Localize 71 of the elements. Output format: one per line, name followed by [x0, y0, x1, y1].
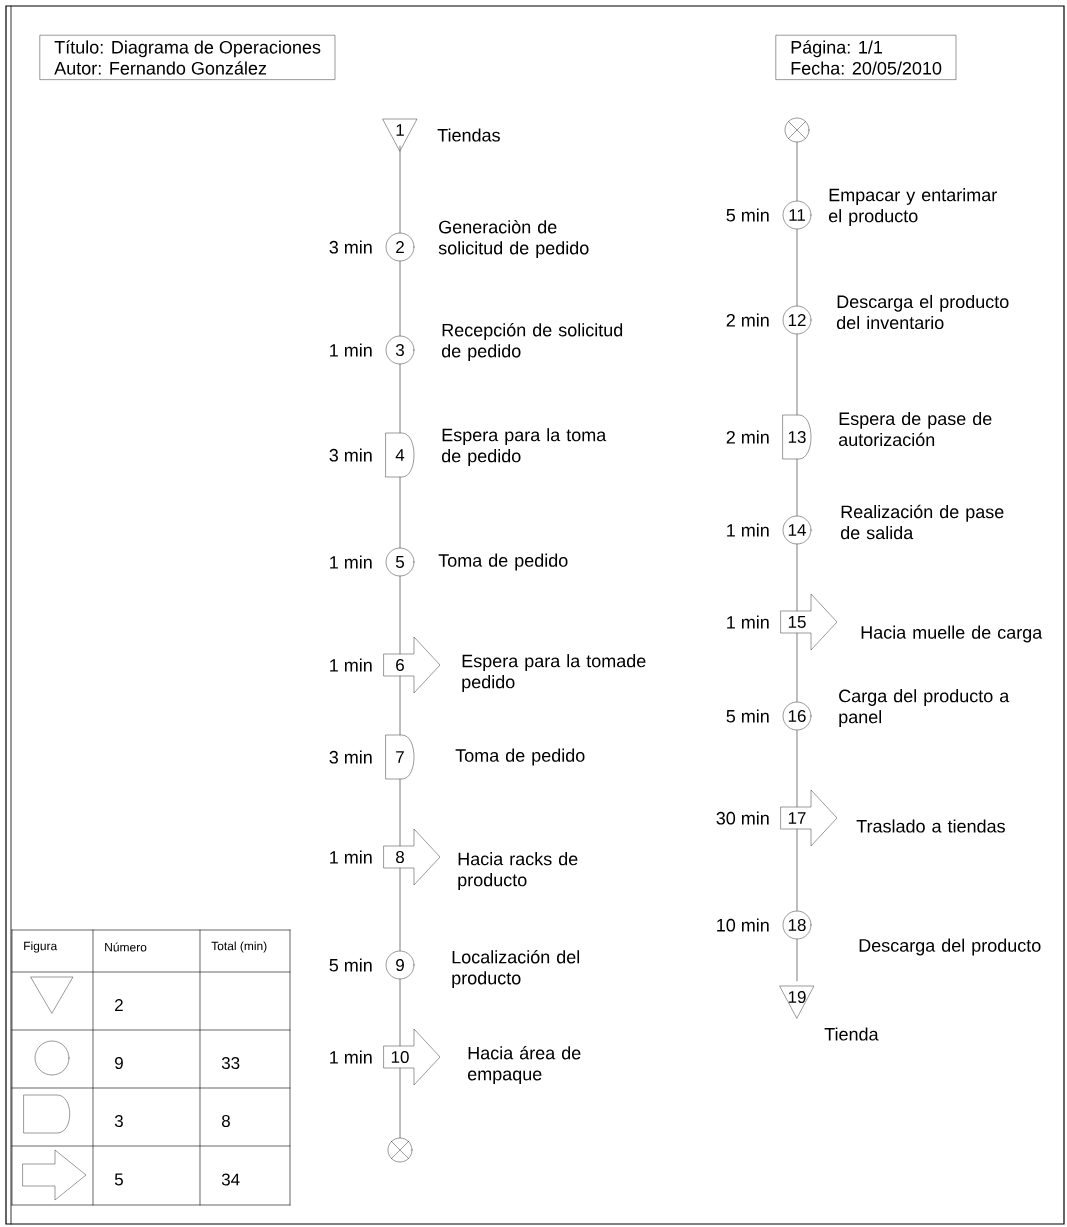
step-description: Generaciòn de solicitud de pedido — [438, 220, 589, 258]
duration-label: 1 min — [330, 850, 372, 864]
table-cell-text: 9 — [115, 1057, 123, 1070]
connector-line — [796, 333, 798, 416]
duration-label: 1 min — [330, 658, 372, 672]
connector-line — [399, 867, 401, 952]
step-description: Espera para la tomade pedido — [462, 654, 646, 692]
duration-label: 2 min — [726, 313, 769, 327]
connector-line — [796, 141, 798, 202]
table-cell-text: 8 — [221, 1115, 230, 1128]
duration-label: 1 min — [330, 343, 372, 357]
step-description: Recepción de solicitud de pedido — [441, 323, 623, 361]
step-description: Hacia muelle de carga — [861, 625, 1043, 643]
duration-label: 5 min — [329, 958, 372, 972]
step-description: Espera para la toma de pedido — [441, 428, 607, 466]
connector-line — [399, 978, 401, 1047]
table-cell-text: Total (min) — [211, 941, 267, 953]
duration-label: 30 min — [716, 811, 769, 825]
table-cell-text: 2 — [115, 999, 123, 1011]
step-description: Tiendas — [437, 128, 500, 142]
duration-label: 3 min — [329, 240, 372, 254]
duration-label: 5 min — [726, 208, 769, 222]
connector-line — [796, 632, 798, 703]
header-box: Página: 1/1 Fecha: 20/05/2010 — [776, 35, 957, 80]
step-description: Toma de pedido — [438, 553, 568, 571]
connector-line — [796, 828, 798, 912]
step-description: Hacia racks de producto — [458, 852, 578, 890]
table-cell-text: 33 — [221, 1057, 240, 1070]
step-description: Espera de pase de autorización — [838, 411, 992, 447]
duration-label: 1 min — [727, 523, 769, 537]
duration-label: 5 min — [726, 709, 769, 723]
step-description: Empacar y entarimar el producto — [828, 188, 997, 226]
storage-triangle: 19 — [779, 985, 815, 1019]
step-description: Toma de pedido — [455, 748, 585, 766]
duration-label: 1 min — [330, 1050, 372, 1064]
connector-line — [399, 260, 401, 337]
step-description: Descarga del producto — [859, 938, 1041, 956]
duration-label: 3 min — [329, 448, 372, 462]
step-description: Descarga el producto del inventario — [836, 294, 1009, 330]
duration-label: 1 min — [727, 615, 769, 629]
connector-line — [796, 228, 798, 307]
duration-label: 3 min — [329, 750, 372, 764]
step-description: Carga del producto a panel — [839, 689, 1010, 727]
table-cell-text: Figura — [24, 941, 58, 953]
connector-line — [399, 778, 401, 847]
connector-line — [399, 1067, 401, 1139]
connector-line — [399, 675, 401, 736]
table-cell-text: 3 — [114, 1115, 123, 1128]
connector-line — [399, 145, 401, 234]
step-description: Tienda — [824, 1027, 879, 1041]
table-cell-text: 5 — [114, 1173, 123, 1186]
step-description: Hacia área de empaque — [467, 1046, 581, 1084]
storage-triangle: 1 — [382, 118, 418, 152]
header-box: Título: Diagrama de Operaciones Autor: Fernando González — [40, 35, 336, 80]
duration-label: 2 min — [726, 430, 769, 444]
step-description: Traslado a tiendas — [856, 819, 1005, 833]
connector-line — [399, 476, 401, 549]
step-description: Realización de pase de salida — [840, 504, 1004, 540]
end-circle — [387, 1137, 413, 1163]
duration-label: 10 min — [717, 918, 769, 932]
step-description: Localización del producto — [452, 950, 580, 988]
table-cell-text: Número — [105, 942, 147, 952]
table-cell-text: 34 — [221, 1173, 240, 1186]
connector-line — [399, 575, 401, 655]
duration-label: 1 min — [330, 555, 372, 569]
connector-line — [796, 729, 798, 808]
connector-line — [796, 543, 798, 612]
connector-line — [399, 363, 401, 434]
end-circle — [784, 117, 810, 143]
connector-line — [796, 458, 798, 517]
connector-line — [796, 938, 798, 982]
